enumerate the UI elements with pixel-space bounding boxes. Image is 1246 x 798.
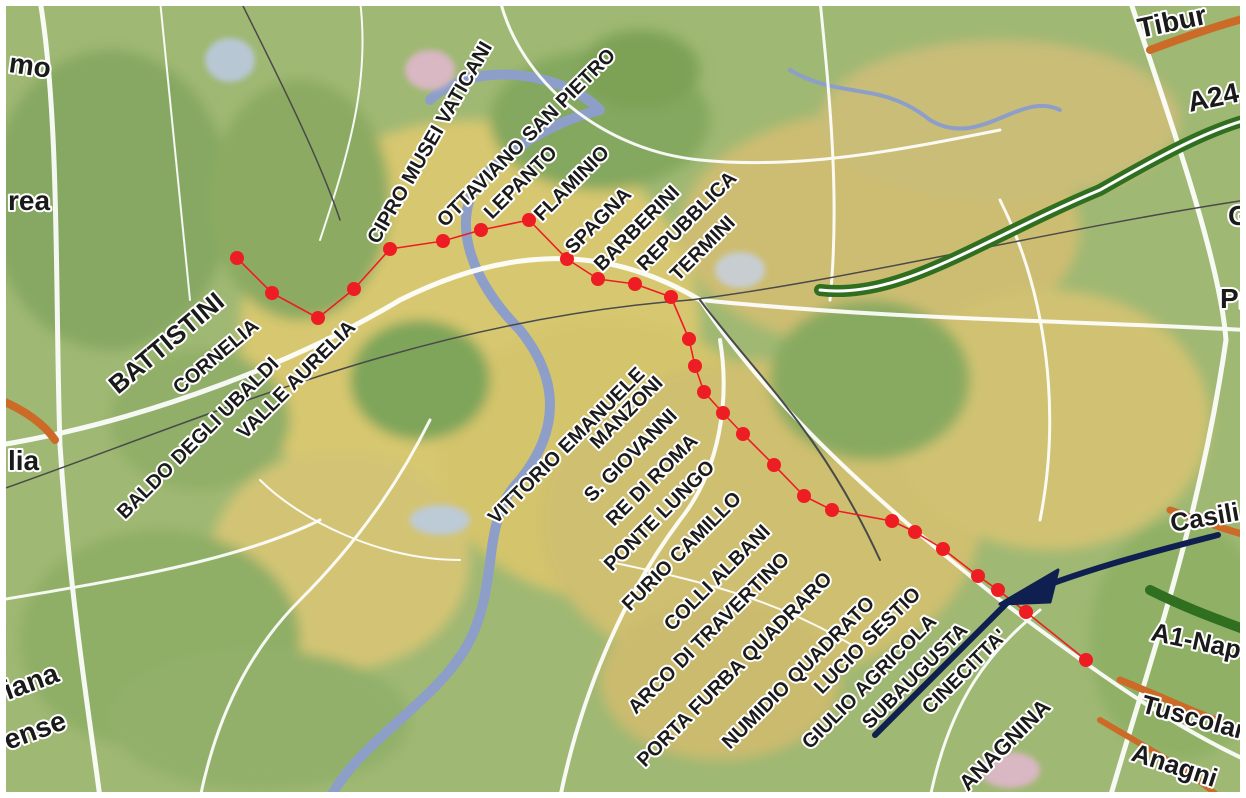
- metro-station-16[interactable]: [736, 427, 750, 441]
- river-tiber: [325, 68, 1062, 798]
- metro-station-17[interactable]: [767, 458, 781, 472]
- metro-station-6[interactable]: [474, 223, 488, 237]
- metro-station-2[interactable]: [311, 311, 325, 325]
- metro-station-9[interactable]: [591, 272, 605, 286]
- motorways: [0, 14, 1246, 798]
- metro-station-1[interactable]: [265, 286, 279, 300]
- metro-station-19[interactable]: [825, 503, 839, 517]
- metro-stations: [230, 213, 1093, 667]
- urban-patches: [205, 38, 1040, 788]
- metro-station-3[interactable]: [347, 282, 361, 296]
- metro-station-4[interactable]: [383, 242, 397, 256]
- metro-station-25[interactable]: [1019, 605, 1033, 619]
- metro-station-11[interactable]: [664, 290, 678, 304]
- metro-station-7[interactable]: [522, 213, 536, 227]
- edge-label-aurelia: lia: [8, 445, 40, 476]
- metro-station-18[interactable]: [797, 489, 811, 503]
- metro-station-10[interactable]: [628, 277, 642, 291]
- metro-station-13[interactable]: [688, 359, 702, 373]
- metro-station-0[interactable]: [230, 251, 244, 265]
- metro-station-8[interactable]: [560, 252, 574, 266]
- metro-station-23[interactable]: [971, 569, 985, 583]
- edge-label-cassia: mo: [7, 47, 53, 84]
- metro-station-26[interactable]: [1079, 653, 1093, 667]
- edge-label-flaminia: rea: [8, 185, 50, 216]
- metro-station-21[interactable]: [908, 525, 922, 539]
- metro-station-22[interactable]: [936, 542, 950, 556]
- metro-station-15[interactable]: [716, 406, 730, 420]
- metro-station-5[interactable]: [436, 234, 450, 248]
- arrow-pointer-icon: [872, 532, 1221, 738]
- metro-station-14[interactable]: [697, 385, 711, 399]
- metro-station-24[interactable]: [991, 583, 1005, 597]
- metro-station-20[interactable]: [885, 514, 899, 528]
- metro-station-12[interactable]: [682, 332, 696, 346]
